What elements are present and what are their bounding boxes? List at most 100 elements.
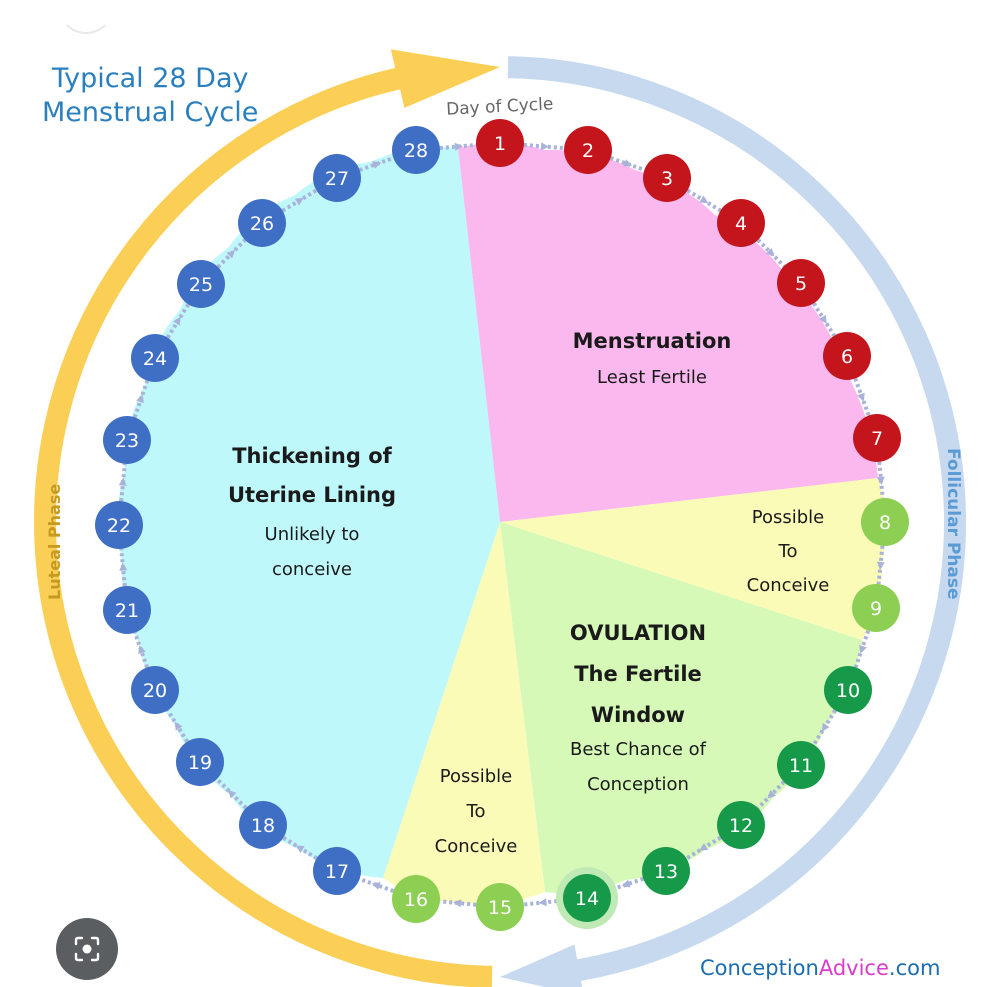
ovulation-sub-line-2: Conception [587,774,689,795]
day-marker: 1 [476,119,524,167]
day-circle [564,126,612,174]
possible-lower-line-1: Possible [440,766,512,787]
day-circle [642,847,690,895]
day-circle [103,586,151,634]
day-circle [823,332,871,380]
possible-upper-line-1: Possible [752,507,824,528]
day-circle [717,199,765,247]
day-marker: 16 [392,875,440,923]
day-marker: 20 [131,666,179,714]
day-marker: 14 [556,867,618,929]
day-connector-arrow [699,195,709,204]
day-connector-arrow [371,882,381,890]
menstruation-segment [458,142,878,522]
day-connector-arrow [821,722,830,732]
day-connector-arrow [295,845,305,853]
day-marker: 26 [238,199,286,247]
day-circle [392,126,440,174]
possible-upper-line-3: Conceive [747,575,830,596]
day-circle [861,498,909,546]
day-circle [239,801,287,849]
visual-search-button[interactable] [56,918,118,980]
day-connector-arrow [859,644,867,654]
day-connector-arrow [699,843,709,851]
day-circle [392,875,440,923]
day-number: 17 [325,861,349,883]
day-number: 9 [870,598,882,620]
day-circle [777,259,825,307]
day-circle [103,416,151,464]
day-number: 25 [189,274,213,296]
title-line-2: Menstrual Cycle [42,97,259,128]
day-number: 12 [729,815,753,837]
ovulation-sub-line-1: Best Chance of [570,739,707,760]
day-number: 1 [494,133,506,155]
day-connector-arrow [857,392,865,402]
day-number: 21 [115,600,139,622]
day-marker: 10 [824,666,872,714]
day-connector-arrow [136,394,144,404]
day-circle [717,801,765,849]
day-circle [177,260,225,308]
day-connector-arrow [767,790,776,799]
follicular-phase-arrow [500,56,966,987]
day-connector-arrow [173,316,181,326]
day-circle [852,584,900,632]
menstruation-subtitle: Least Fertile [597,367,707,388]
day-marker: 19 [176,738,224,786]
day-marker: 28 [392,126,440,174]
day-number: 8 [879,512,891,534]
day-marker: 15 [476,883,524,931]
day-of-cycle-label: Day of Cycle [446,94,554,120]
day-circle [643,154,691,202]
day-number: 18 [251,815,275,837]
page-title: Typical 28 Day Menstrual Cycle [42,62,258,130]
possible-to-conceive-upper-segment [500,478,887,640]
day-marker: 23 [103,416,151,464]
day-circle [313,847,361,895]
day-marker: 13 [642,847,690,895]
possible-upper-line-2: To [778,541,798,562]
day-circle [176,738,224,786]
day-number: 2 [582,140,594,162]
ovulation-title-line-1: OVULATION [570,621,706,645]
day-number: 6 [841,346,853,368]
day-circle [131,666,179,714]
day-connector-arrow [372,161,382,169]
day-marker: 6 [823,332,871,380]
day-circle [95,501,143,549]
luteal-phase-arrow [34,49,500,987]
day-connector-arrow [119,562,128,571]
day-marker: 22 [95,501,143,549]
day-marker: 7 [853,414,901,462]
title-line-1: Typical 28 Day [51,63,249,94]
day-circle [313,154,361,202]
day-number: 19 [188,752,212,774]
day-connector-arrow [876,561,885,570]
day-circle [824,666,872,714]
follicular-phase-label: Follicular Phase [943,448,963,600]
possible-lower-line-2: To [466,801,486,822]
day-number: 23 [115,430,139,452]
day-connector-arrow [540,142,549,151]
day-connector-arrow [766,248,775,257]
day-marker: 3 [643,154,691,202]
day-connector-arrow [623,159,633,167]
day-number: 15 [488,897,512,919]
day-connector-arrow [538,898,547,907]
day-circle [131,334,179,382]
day-number: 14 [575,888,599,910]
ovulation-title-line-2: The Fertile [574,662,702,686]
day-marker: 24 [131,334,179,382]
day-connectors [118,142,885,908]
day-circle [853,414,901,462]
day-marker: 9 [852,584,900,632]
menstruation-title: Menstruation [573,329,732,353]
corner-decoration [58,0,114,34]
day-marker: 11 [777,741,825,789]
day-marker: 2 [564,126,612,174]
day-marker: 27 [313,154,361,202]
day-number: 16 [404,889,428,911]
